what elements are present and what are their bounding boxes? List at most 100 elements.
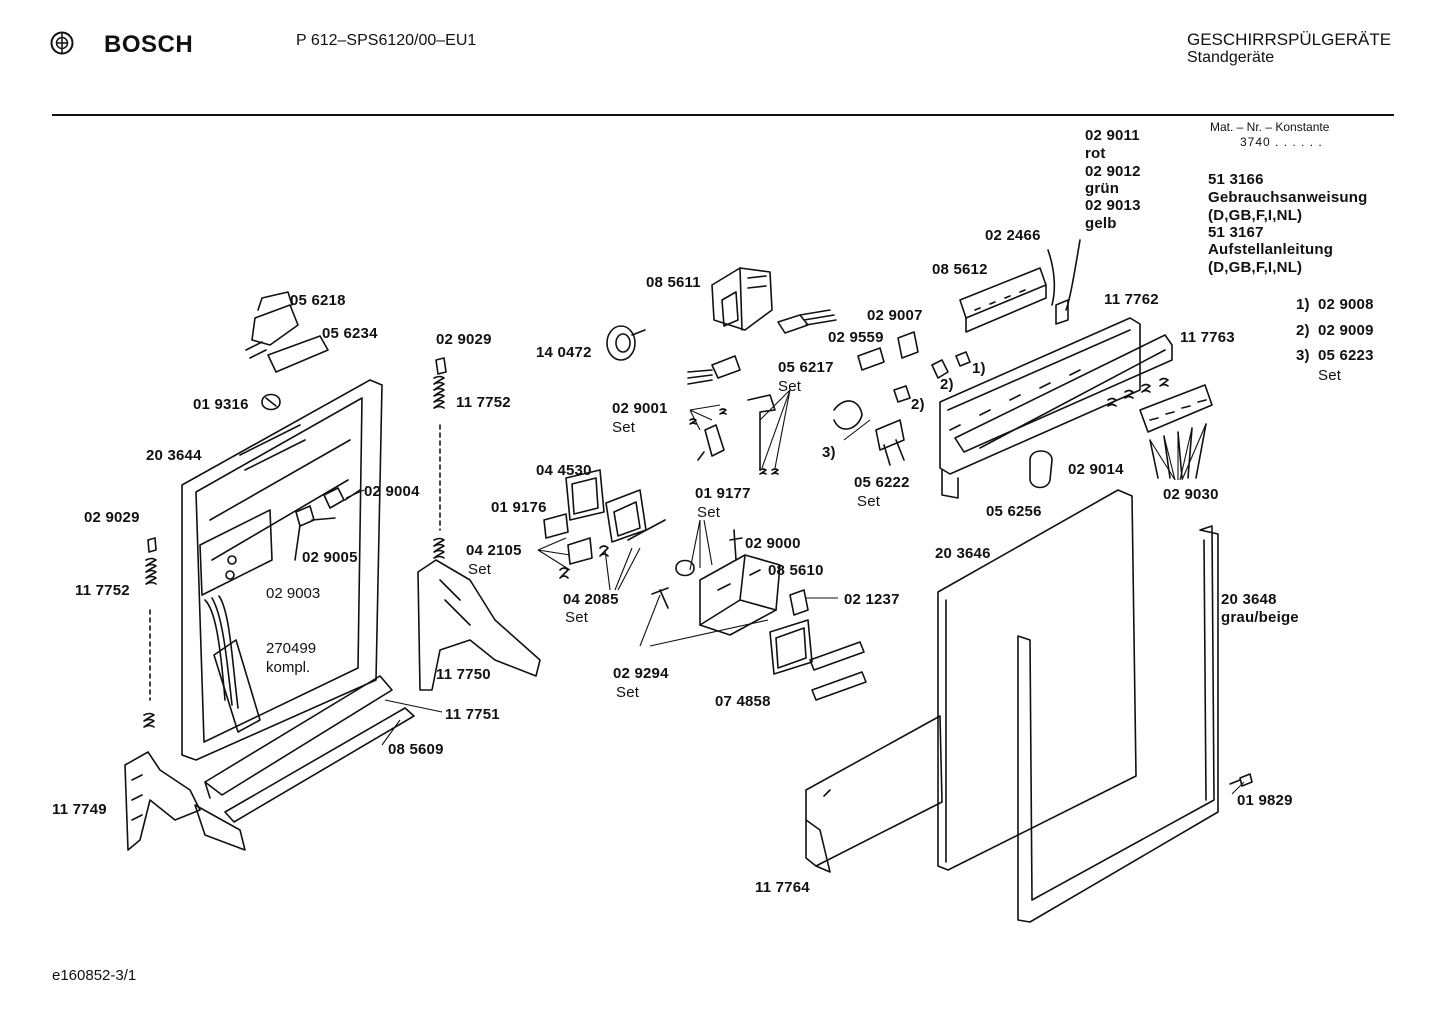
doc-2-part: 51 3167 [1208, 224, 1264, 241]
label-029030: 02 9030 [1163, 486, 1219, 503]
header-rule [52, 114, 1394, 116]
small-knob [261, 393, 281, 411]
label-029007: 02 9007 [867, 307, 923, 324]
label-056256: 05 6256 [986, 503, 1042, 520]
doc-1-title: Gebrauchsanweisung [1208, 189, 1368, 206]
latch-rod [747, 394, 779, 475]
frame-profile [1017, 525, 1219, 923]
label-117750: 11 7750 [436, 666, 491, 683]
footnote-3-part: 05 6223 [1318, 347, 1374, 364]
left-spring [143, 537, 157, 728]
label-117763: 11 7763 [1180, 329, 1235, 346]
label-270499: 270499 [266, 640, 317, 657]
footnote-3-num: 3) [1296, 347, 1310, 364]
label-029001-set: Set [612, 419, 636, 436]
door-inner-panel [181, 379, 383, 761]
doc-2-title: Aufstellanleitung [1208, 241, 1334, 258]
label-029294: 02 9294 [613, 665, 669, 682]
label-019176: 01 9176 [491, 499, 547, 516]
selector-dial [606, 325, 646, 361]
label-056222-set: Set [857, 493, 881, 510]
brand-name: BOSCH [104, 31, 194, 58]
label-203648: 20 3648 [1221, 591, 1277, 608]
label-203648-color: grau/beige [1221, 609, 1299, 626]
label-117752-left: 11 7752 [75, 582, 130, 599]
control-module [699, 554, 781, 636]
model-number: P 612–SPS6120/00–EU1 [296, 32, 477, 49]
connector-029007 [897, 331, 919, 359]
category-title: GESCHIRRSPÜLGERÄTE [1187, 30, 1392, 49]
wire-green-part: 02 9012 [1085, 163, 1141, 180]
wire-red-color: rot [1085, 145, 1106, 162]
wire-green-color: grün [1085, 180, 1120, 197]
label-022466: 02 2466 [985, 227, 1041, 244]
footnote-3-note: Set [1318, 367, 1342, 384]
label-044530: 04 4530 [536, 462, 592, 479]
small-part-3 [893, 385, 911, 403]
label-029004: 02 9004 [364, 483, 420, 500]
label-270499-kompl: kompl. [266, 659, 311, 676]
label-042085: 04 2085 [563, 591, 619, 608]
right-spring [433, 357, 447, 559]
label-056217-set: Set [778, 378, 802, 395]
label-085610: 08 5610 [768, 562, 824, 579]
switch-bar [959, 267, 1047, 333]
label-042105-set: Set [468, 561, 492, 578]
label-117749: 11 7749 [52, 801, 107, 818]
mat-nr-value: 3740 . . . . . . [1240, 135, 1323, 149]
pin-02-9000 [729, 529, 743, 561]
label-056234: 05 6234 [322, 325, 378, 342]
doc-1-part: 51 3166 [1208, 171, 1264, 188]
label-056222: 05 6222 [854, 474, 910, 491]
label-042085-set: Set [565, 609, 589, 626]
label-029003: 02 9003 [266, 585, 321, 602]
label-029000: 02 9000 [745, 535, 801, 552]
label-117764: 11 7764 [755, 879, 810, 896]
light-lens-1 [809, 641, 865, 671]
label-085611: 08 5611 [646, 274, 701, 291]
small-lever [651, 587, 669, 609]
label-029005: 02 9005 [302, 549, 358, 566]
label-117752-right: 11 7752 [456, 394, 511, 411]
label-203644: 20 3644 [146, 447, 202, 464]
label-074858: 07 4858 [715, 693, 771, 710]
micro-switch-set [833, 400, 905, 466]
label-203646: 20 3646 [935, 545, 991, 562]
wire-yellow-part: 02 9013 [1085, 197, 1141, 214]
dispenser-parts [543, 469, 666, 579]
label-085612: 08 5612 [932, 261, 988, 278]
doc-1-langs: (D,GB,F,I,NL) [1208, 207, 1303, 224]
label-029001: 02 9001 [612, 400, 668, 417]
label-085609: 08 5609 [388, 741, 444, 758]
rotary-knob [1029, 450, 1053, 489]
label-117751: 11 7751 [445, 706, 500, 723]
bosch-logo-icon [50, 31, 74, 55]
label-029029-left: 02 9029 [84, 509, 140, 526]
label-042105: 04 2105 [466, 542, 522, 559]
wire-yellow-color: gelb [1085, 215, 1117, 232]
doc-2-langs: (D,GB,F,I,NL) [1208, 259, 1303, 276]
wire-lead-2 [687, 355, 741, 385]
label-140472: 14 0472 [536, 344, 592, 361]
label-019177-set: Set [697, 504, 721, 521]
callout-1: 1) [972, 360, 986, 377]
label-029029-right: 02 9029 [436, 331, 492, 348]
callout-2a: 2) [940, 376, 954, 393]
kick-plate [805, 715, 943, 873]
door-lock-parts [245, 291, 329, 373]
front-side-panel [937, 489, 1137, 871]
light-frame [769, 619, 813, 675]
wire-lead-1 [777, 309, 837, 334]
label-117762: 11 7762 [1104, 291, 1159, 308]
label-029294-set: Set [616, 684, 640, 701]
door-clips [294, 487, 361, 561]
right-hinge [417, 559, 541, 691]
label-019177: 01 9177 [695, 485, 751, 502]
drawing-id: e160852-3/1 [52, 967, 137, 984]
callout-3: 3) [822, 444, 836, 461]
round-knob-small [675, 559, 695, 577]
label-021237: 02 1237 [844, 591, 900, 608]
callout-2b: 2) [911, 396, 925, 413]
small-part-1 [931, 359, 949, 379]
label-029559: 02 9559 [828, 329, 884, 346]
